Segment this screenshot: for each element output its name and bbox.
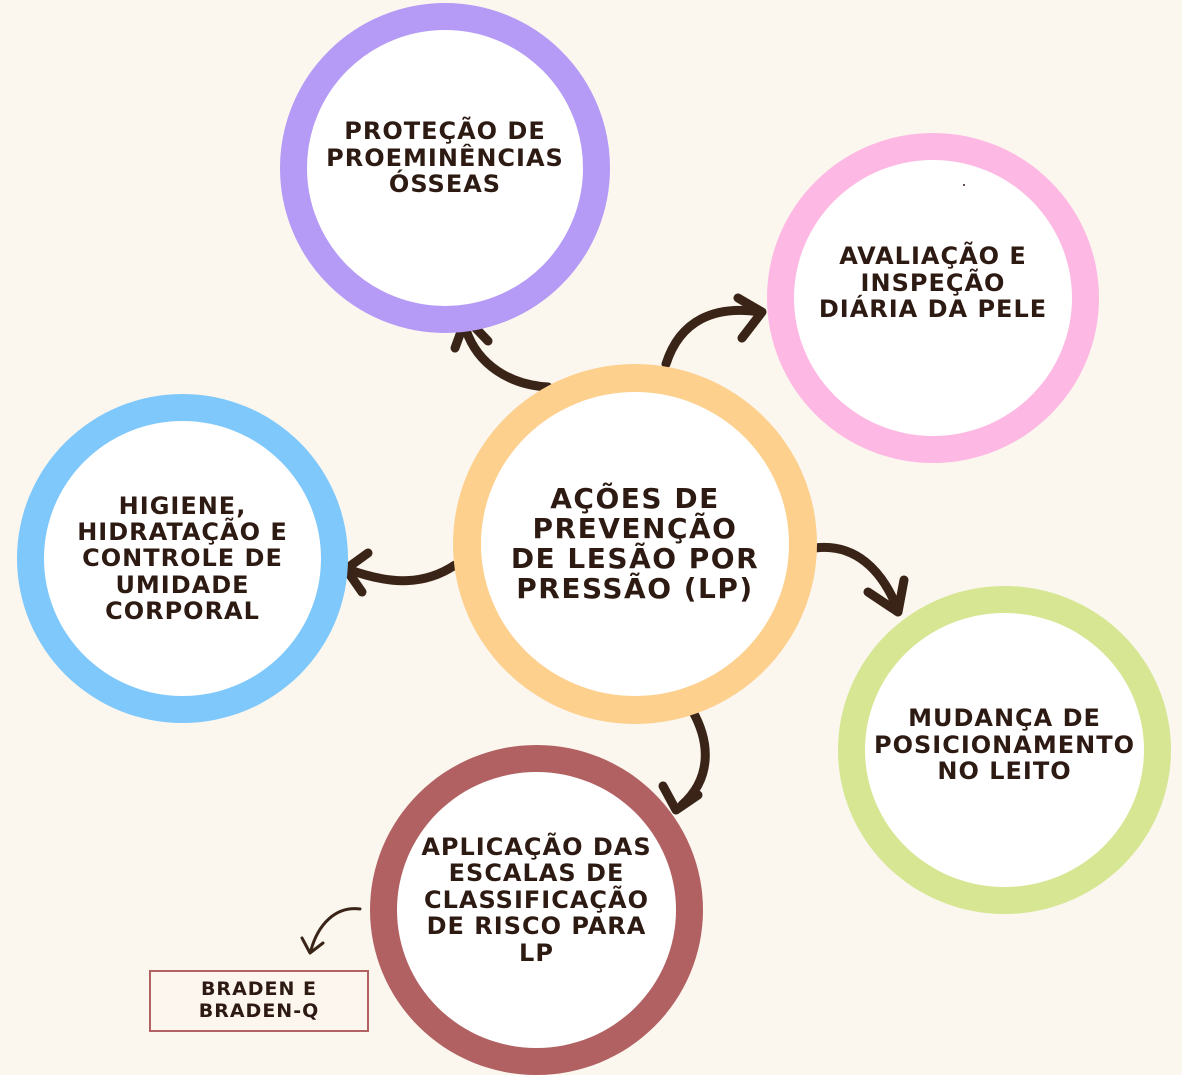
arrowhead-avaliacao xyxy=(733,293,767,343)
arrow-to-higiene xyxy=(345,560,460,586)
node-avaliacao-pele: AVALIAÇÃO E INSPEÇÃO DIÁRIA DA PELE xyxy=(767,133,1099,463)
node-aplicacao-escalas: APLICAÇÃO DAS ESCALAS DE CLASSIFICAÇÃO D… xyxy=(370,745,703,1075)
node-center-acoes-prevencao: AÇÕES DE PREVENÇÃO DE LESÃO POR PRESSÃO … xyxy=(453,364,817,724)
node-higiene-hidratacao: HIGIENE, HIDRATAÇÃO E CONTROLE DE UMIDAD… xyxy=(17,394,348,723)
arrowhead-aplicacao xyxy=(658,781,703,815)
node-protecao-proeminencias: PROTEÇÃO DE PROEMINÊNCIAS ÓSSEAS xyxy=(280,3,610,333)
arrowhead-braden xyxy=(300,936,325,955)
arrow-to-aplicacao xyxy=(677,705,710,810)
node-higiene-label: HIGIENE, HIDRATAÇÃO E CONTROLE DE UMIDAD… xyxy=(77,491,288,626)
arrowhead-mudanca xyxy=(863,575,909,617)
arrow-to-mudanca xyxy=(810,542,902,613)
node-center-label: AÇÕES DE PREVENÇÃO DE LESÃO POR PRESSÃO … xyxy=(510,481,760,606)
node-mudanca-posicionamento: MUDANÇA DE POSICIONAMENTO NO LEITO xyxy=(838,586,1171,914)
node-avaliacao-label: AVALIAÇÃO E INSPEÇÃO DIÁRIA DA PELE xyxy=(818,242,1048,324)
node-protecao-label: PROTEÇÃO DE PROEMINÊNCIAS ÓSSEAS xyxy=(326,117,564,199)
arrow-to-avaliacao xyxy=(661,305,765,369)
node-aplicacao-label: APLICAÇÃO DAS ESCALAS DE CLASSIFICAÇÃO D… xyxy=(421,833,652,967)
node-mudanca-label: MUDANÇA DE POSICIONAMENTO NO LEITO xyxy=(874,704,1135,786)
arrowhead-higiene xyxy=(341,548,373,597)
braden-scale-box: BRADEN E BRADEN-Q xyxy=(149,970,369,1032)
arrow-to-protecao xyxy=(461,325,553,392)
stray-dot xyxy=(963,184,965,186)
braden-label: BRADEN E BRADEN-Q xyxy=(198,978,320,1022)
arrow-to-braden xyxy=(309,907,362,952)
